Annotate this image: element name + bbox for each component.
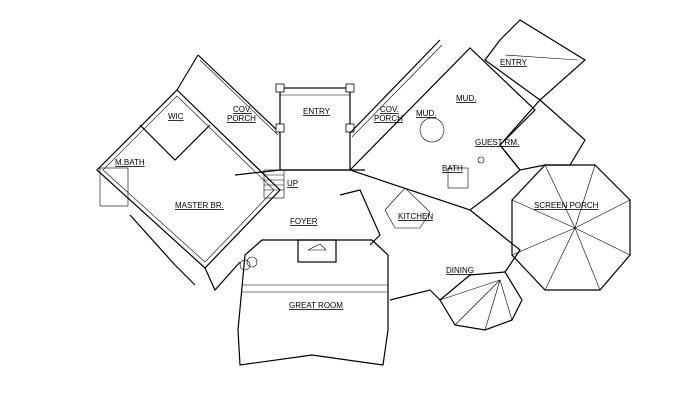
label-guest-room: GUEST RM. — [475, 138, 519, 147]
great-room-walls — [237, 239, 389, 366]
label-master-bedroom: MASTER BR. — [175, 201, 224, 210]
label-entry-main: ENTRY — [303, 107, 331, 116]
label-bath: BATH — [442, 164, 463, 173]
screen-porch-octagon — [511, 164, 631, 291]
label-cov-porch-left-2: PORCH — [227, 114, 256, 123]
right-wing-walls — [339, 19, 587, 246]
label-mud-lower: MUD. — [416, 109, 436, 118]
label-mud-upper: MUD. — [456, 94, 476, 103]
label-stair-up: UP — [287, 179, 298, 188]
label-dining: DINING — [446, 266, 474, 275]
label-cov-porch-left-1: COV. — [233, 105, 252, 114]
label-wic: WIC — [168, 112, 184, 121]
label-screen-porch: SCREEN PORCH — [534, 201, 599, 210]
label-great-room: GREAT ROOM — [289, 301, 343, 310]
label-entry-right: ENTRY — [500, 58, 528, 67]
label-foyer: FOYER — [290, 217, 318, 226]
label-cov-porch-right-2: PORCH — [374, 114, 403, 123]
entry-porch — [234, 83, 365, 199]
stairs — [263, 169, 285, 199]
dining-bay — [389, 209, 523, 331]
label-kitchen: KITCHEN — [398, 212, 433, 221]
label-cov-porch-right-1: COV. — [380, 105, 399, 114]
label-master-bath: M.BATH — [115, 158, 145, 167]
